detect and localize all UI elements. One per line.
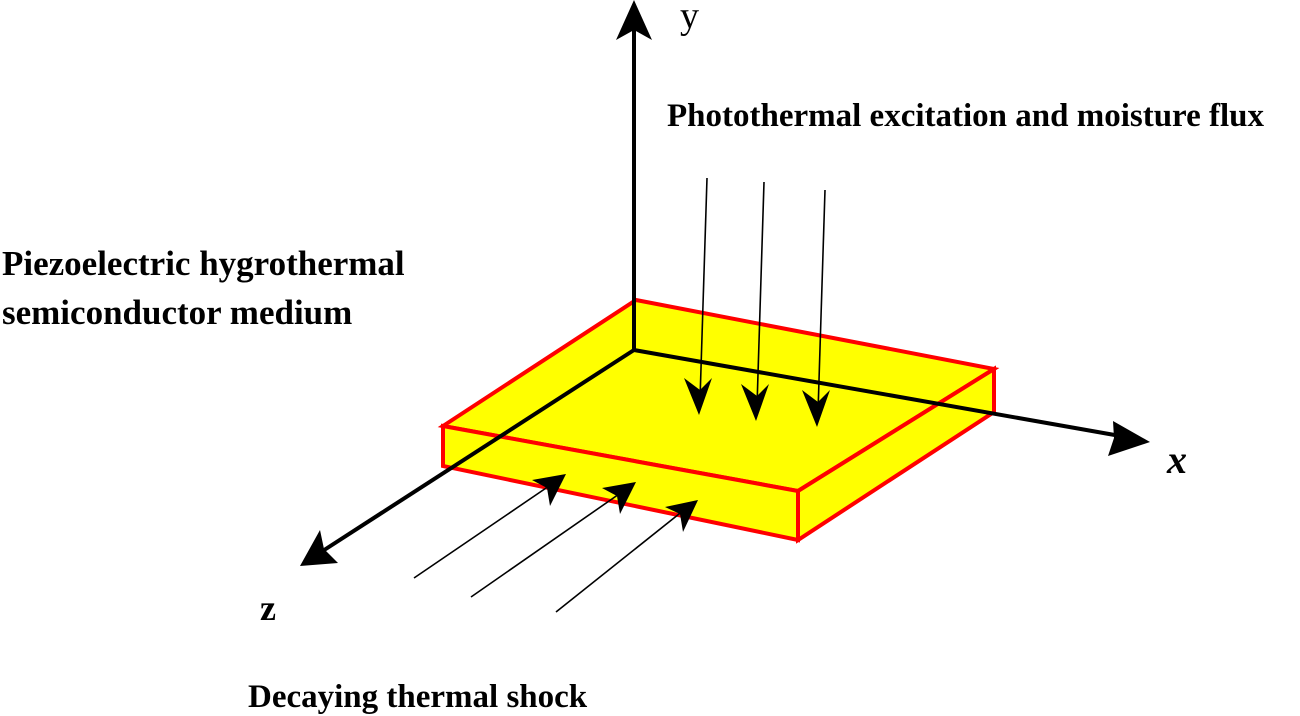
thermal-shock-arrow [470,482,636,598]
excitation-arrow [741,181,769,421]
excitation-arrowhead [684,378,712,415]
x-axis-arrowhead [1108,421,1150,456]
y-axis-label: y [680,0,699,37]
thermal-shock-arrow [555,500,698,613]
excitation-arrow [802,189,830,427]
thermal-shock-arrows [413,474,698,613]
medium-label-line2: semiconductor medium [2,293,352,332]
thermal-shock-arrow [413,474,566,579]
excitation-label: Photothermal excitation and moisture flu… [667,98,1265,134]
excitation-arrowhead [802,390,830,427]
medium-label-line1: Piezoelectric hygrothermal [2,244,405,283]
x-axis-label: x [1166,437,1187,482]
axis-arrowheads [300,0,1150,566]
thermal-shock-arrowhead [602,482,636,514]
thermal-shock-arrowhead [665,500,698,532]
thermal-shock-arrowhead [532,474,566,506]
z-axis-line [316,348,636,556]
excitation-arrow [684,177,712,415]
z-axis-label: z [260,588,276,628]
thermal-shock-label: Decaying thermal shock [248,679,588,715]
excitation-arrows [684,177,830,427]
plate [437,297,1000,544]
excitation-arrowhead [741,384,769,421]
z-axis-arrowhead [300,530,338,566]
x-axis-line [633,348,1127,439]
y-axis-arrowhead [616,0,652,40]
axes [316,28,1127,556]
